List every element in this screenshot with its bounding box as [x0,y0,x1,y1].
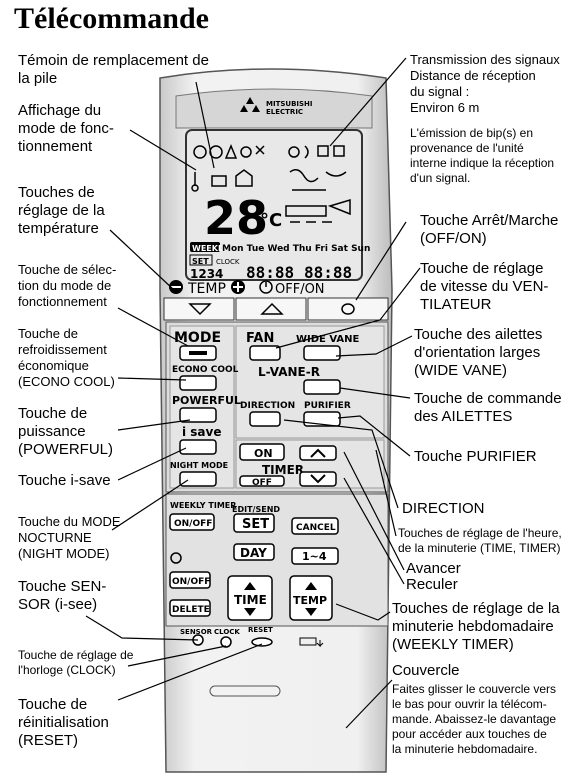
offon-button[interactable] [307,297,389,321]
label-direction: DIRECTION [402,500,485,517]
weekly-onoff2-label: ON/OFF [172,577,210,587]
cancel-button[interactable] [291,517,339,535]
delete-label: DELETE [172,605,210,615]
powerful-label: POWERFUL [172,394,241,407]
label-weekly: Touches de réglage de la minuterie hebdo… [392,600,560,653]
night-mode-label: NIGHT MODE [170,461,228,470]
timer-label: TIMER [262,463,304,477]
page-title: Télécommande [14,2,209,35]
clock-label: CLOCK [214,628,240,636]
label-mode: Touche de sélec- tion du mode de fonctio… [18,262,117,309]
clock-button[interactable] [220,636,232,648]
lcd-display [185,129,363,281]
isave-button[interactable] [179,439,217,455]
purifier-label: PURIFIER [304,401,351,411]
weekly-onoff-button[interactable] [169,513,215,531]
timer-back-button[interactable] [299,471,337,487]
label-purifier: Touche PURIFIER [414,448,537,465]
label-clock: Touche de réglage de l'horloge (CLOCK) [18,648,134,677]
econo-cool-button[interactable] [179,375,217,391]
edit-send-label: EDIT/SEND [232,505,280,514]
lcd-temperature: 28 [204,191,268,245]
label-ailettes: Touche de commande des AILETTES [414,390,562,425]
econo-cool-label: ECONO COOL [172,365,239,375]
label-transmission: Transmission des signaux Distance de réc… [410,52,560,115]
label-reset: Touche de réinitialisation (RESET) [18,696,109,749]
temp-weekly-label: TEMP [293,594,327,607]
lcd-time2: 88:88 [304,263,352,282]
label-affichage: Affichage du mode de fonc- tionnement [18,102,114,155]
label-night: Touche du MODE NOCTURNE (NIGHT MODE) [18,514,121,561]
label-couvercle-desc: Faites glisser le couvercle vers le bas … [392,682,557,756]
time-label: TIME [234,593,267,607]
brand-logo-text: MITSUBISHI [266,100,313,108]
purifier-button[interactable] [303,411,341,427]
range-label: 1~4 [302,550,327,563]
lcd-days: Mon Tue Wed Thu Fri Sat Sun [222,244,370,254]
fan-label: FAN [246,331,274,346]
weekly-onoff2-button[interactable] [169,571,211,589]
day-label: DAY [240,546,267,560]
label-sensor: Touche SEN- SOR (i-see) [18,578,107,613]
svg-text:ELECTRIC: ELECTRIC [266,108,303,116]
label-heure: Touches de réglage de l'heure, de la min… [398,526,562,555]
temp-weekly-button[interactable] [289,575,333,621]
lvane-button[interactable] [303,379,341,395]
isave-label: i save [182,425,222,439]
wide-vane-button[interactable] [303,345,341,361]
timer-off-button[interactable] [239,475,285,487]
weekly-timer-label: WEEKLY TIMER [170,501,236,510]
timer-forward-button[interactable] [299,445,337,461]
sensor-label: SENSOR [180,628,213,636]
lvane-label: L-VANE-R [258,365,320,379]
night-mode-button[interactable] [179,471,217,487]
delete-button[interactable] [169,599,211,617]
cover-slot [209,685,281,697]
label-econo: Touche de refroidissement économique (EC… [18,326,115,389]
label-powerful: Touche de puissance (POWERFUL) [18,405,113,458]
reset-label: RESET [248,626,273,634]
lcd-numbers: 1234 [190,267,223,281]
label-bip: L'émission de bip(s) en provenance de l'… [410,126,555,185]
timer-off-label: OFF [252,478,272,488]
temp-label: TEMP [187,281,226,297]
lcd-set: SET [192,257,209,266]
range-button[interactable] [291,547,339,565]
offon-label: OFF/ON [275,282,325,297]
temp-down-button[interactable] [163,297,235,321]
cancel-label: CANCEL [296,523,336,533]
lcd-time1: 88:88 [246,263,294,282]
lcd-unit: °C [260,210,282,231]
direction-label: DIRECTION [240,401,295,411]
set-label: SET [242,517,269,532]
mode-label: MODE [174,330,221,346]
wide-vane-label: WIDE VANE [296,334,360,345]
timer-on-button[interactable] [239,443,285,461]
direction-button[interactable] [249,411,281,427]
label-fan: Touche de réglage de vitesse du VEN- TIL… [420,260,549,313]
lcd-clock: CLOCK [216,258,240,266]
reset-button[interactable] [251,637,273,647]
label-couvercle: Couvercle [392,662,460,679]
timer-on-label: ON [254,447,273,460]
fan-button[interactable] [249,345,281,361]
label-isave: Touche i-save [18,472,111,489]
powerful-button[interactable] [179,407,217,423]
temp-up-button[interactable] [235,297,307,321]
label-temperature: Touches de réglage de la température [18,184,105,237]
day-button[interactable] [233,543,275,561]
label-widevane: Touche des ailettes d'orientation larges… [414,326,543,379]
time-button[interactable] [227,575,273,621]
label-pile: Témoin de remplacement de la pile [18,52,209,87]
label-onoff: Touche Arrêt/Marche (OFF/ON) [420,212,559,247]
lcd-weekly: WEEKLY [192,244,228,253]
set-button[interactable] [233,513,275,533]
label-avancer: Avancer [406,560,461,577]
weekly-onoff-label: ON/OFF [174,519,212,529]
label-reculer: Reculer [406,576,458,593]
